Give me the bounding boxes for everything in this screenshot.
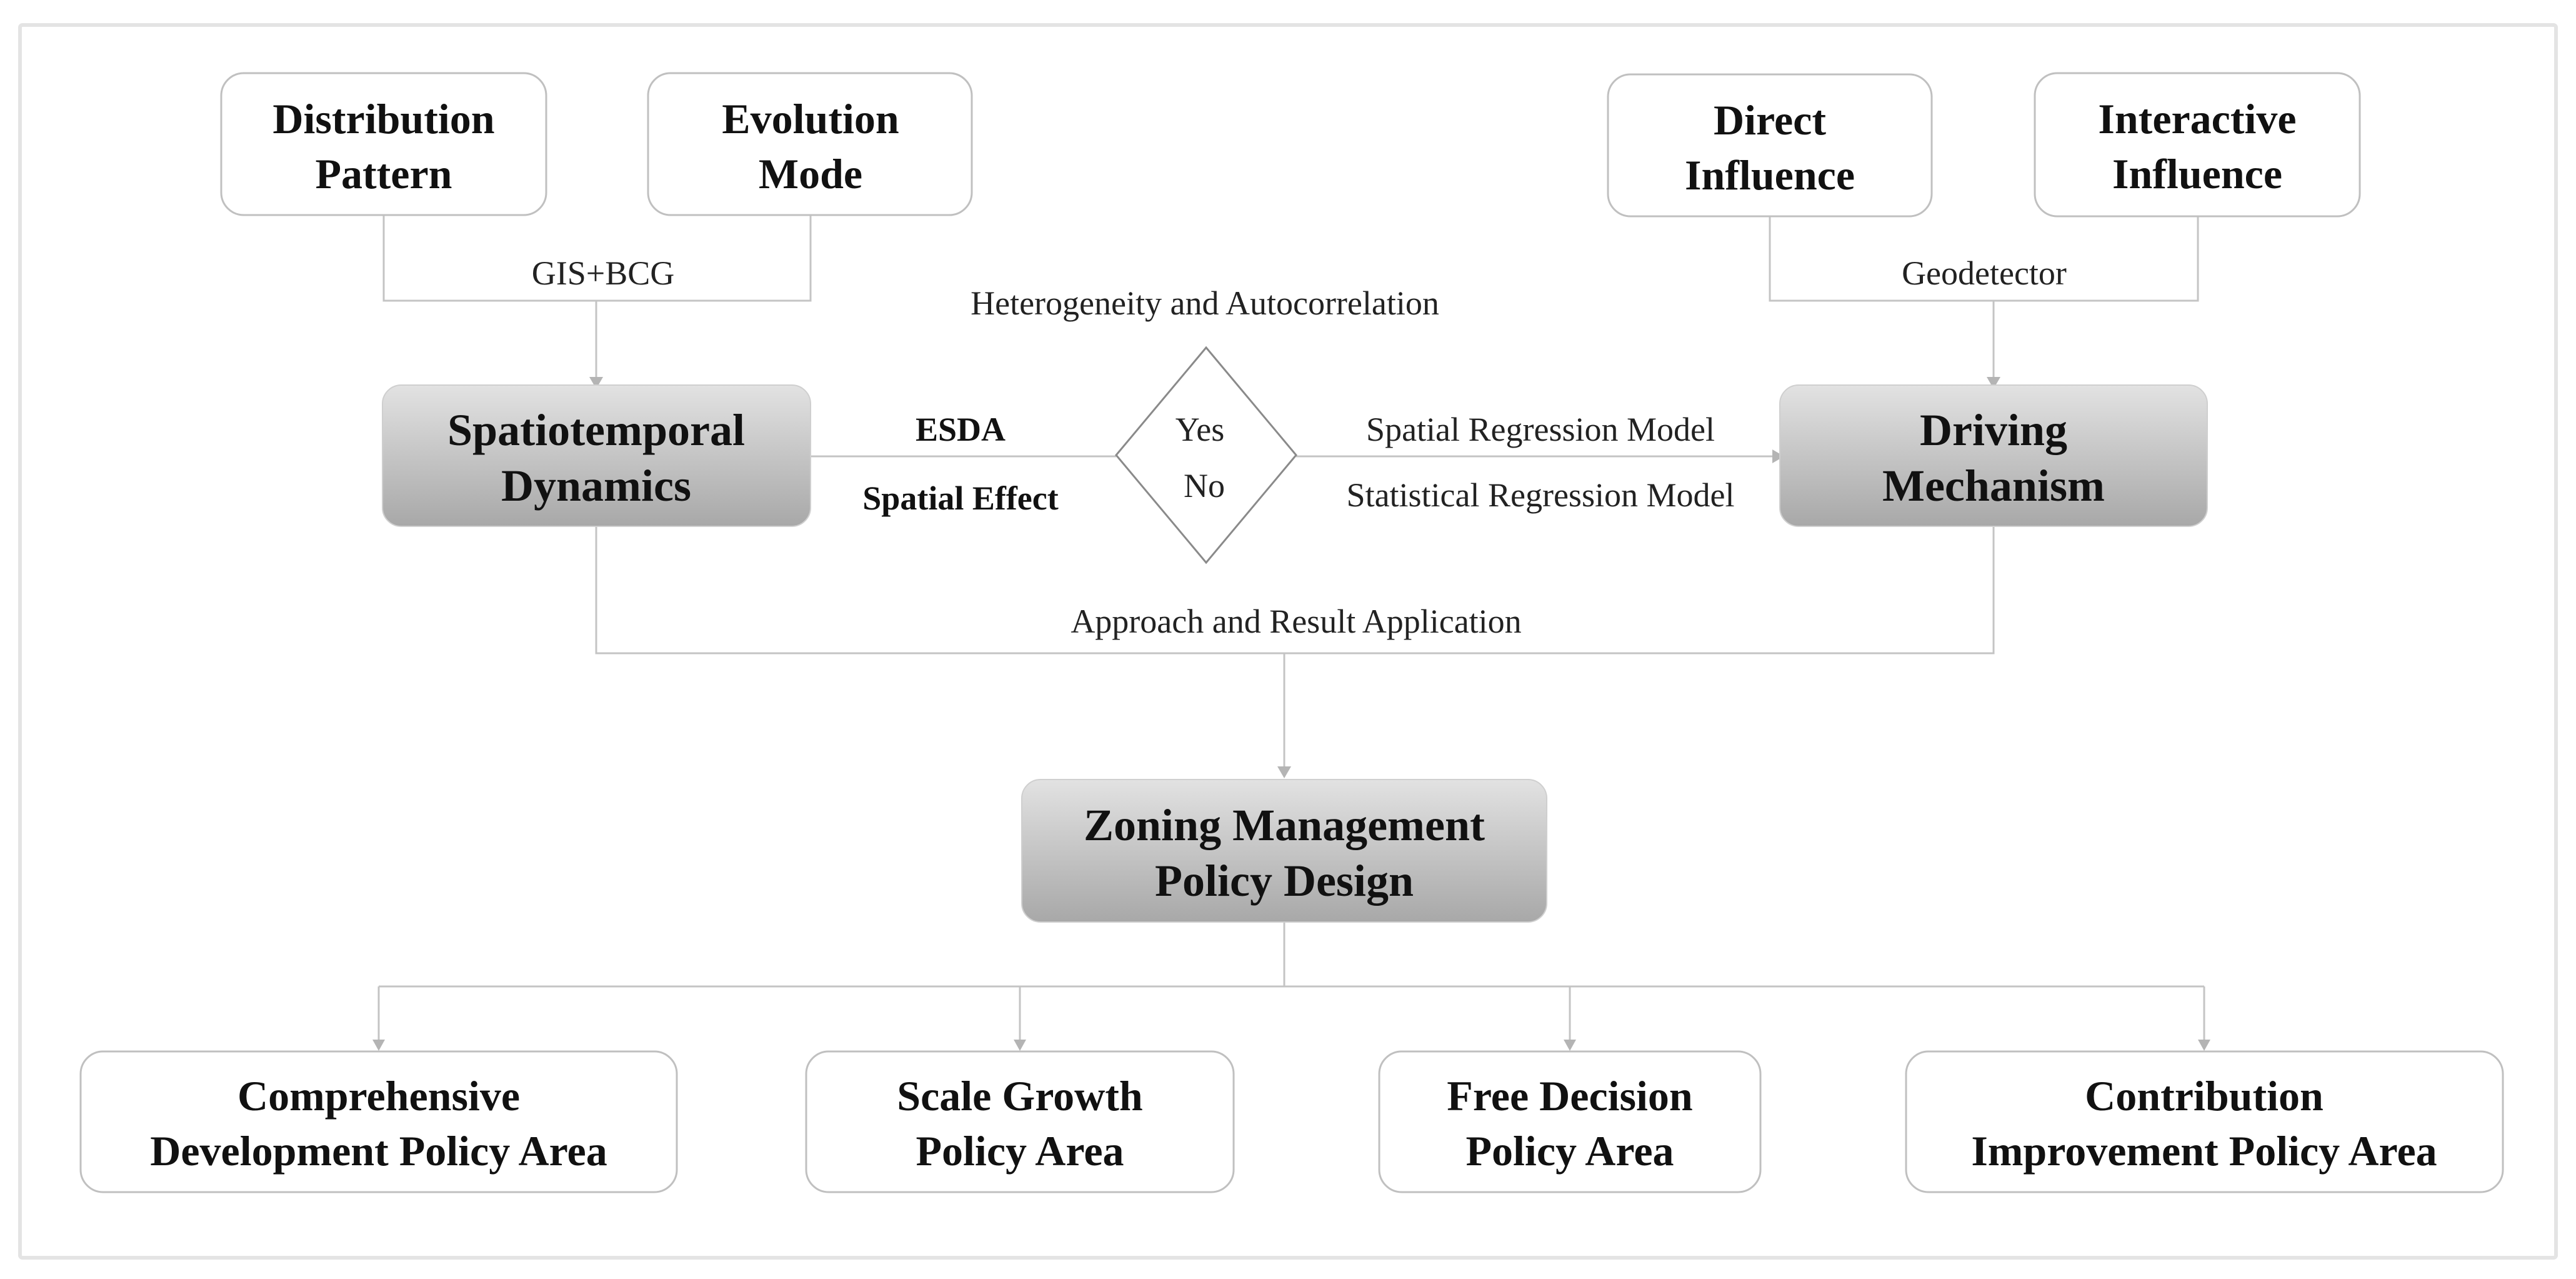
policy-area-contribution-line1: Contribution	[2085, 1072, 2324, 1120]
spatiotemporal-dynamics-line1: Spatiotemporal	[447, 405, 745, 455]
policy-area-contribution: Contribution Improvement Policy Area	[1905, 1050, 2504, 1193]
zoning-management-box: Zoning Management Policy Design	[1021, 779, 1547, 923]
evolution-mode-box: Evolution Mode	[647, 72, 973, 216]
distribution-pattern-line2: Pattern	[315, 150, 452, 198]
direct-influence-box: Direct Influence	[1607, 73, 1933, 218]
distribution-pattern-line1: Distribution	[272, 95, 494, 143]
direct-influence-line2: Influence	[1685, 151, 1855, 199]
decision-yes-label: Yes	[1176, 411, 1225, 448]
spatiotemporal-dynamics-line2: Dynamics	[501, 461, 691, 511]
policy-area-contribution-line2: Improvement Policy Area	[1971, 1127, 2437, 1175]
top-left-connectors	[382, 215, 812, 389]
direct-influence-line1: Direct	[1714, 96, 1826, 144]
zoning-management-line2: Policy Design	[1155, 856, 1414, 906]
evolution-mode-line1: Evolution	[722, 95, 899, 143]
middle-connectors	[595, 449, 1995, 778]
interactive-influence-box: Interactive Influence	[2034, 72, 2361, 218]
spatial-regression-label: Spatial Regression Model	[1366, 411, 1715, 448]
policy-area-scale-growth-line2: Policy Area	[916, 1127, 1124, 1175]
statistical-regression-label: Statistical Regression Model	[1347, 476, 1735, 514]
geodetector-label: Geodetector	[1902, 254, 2067, 292]
policy-area-free-decision-line2: Policy Area	[1466, 1127, 1674, 1175]
spatial-effect-label: Spatial Effect	[862, 479, 1058, 517]
diagram-frame	[18, 23, 2558, 1260]
heterogeneity-label: Heterogeneity and Autocorrelation	[971, 284, 1439, 322]
driving-mechanism-box: Driving Mechanism	[1779, 384, 2208, 527]
decision-diamond	[1115, 346, 1297, 564]
application-label: Approach and Result Application	[1071, 603, 1521, 640]
policy-area-scale-growth-line1: Scale Growth	[897, 1072, 1143, 1120]
policy-area-free-decision: Free Decision Policy Area	[1378, 1050, 1762, 1193]
policy-area-comprehensive: Comprehensive Development Policy Area	[79, 1050, 678, 1193]
gis-bcg-label: GIS+BCG	[532, 254, 675, 292]
policy-connectors	[372, 922, 2210, 1051]
driving-mechanism-line1: Driving	[1920, 405, 2067, 455]
distribution-pattern-box: Distribution Pattern	[220, 72, 547, 216]
interactive-influence-line2: Influence	[2112, 150, 2282, 198]
policy-area-comprehensive-line1: Comprehensive	[237, 1072, 520, 1120]
interactive-influence-line1: Interactive	[2098, 95, 2296, 143]
driving-mechanism-line2: Mechanism	[1882, 461, 2105, 511]
zoning-management-line1: Zoning Management	[1084, 800, 1485, 850]
decision-no-label: No	[1184, 467, 1225, 504]
evolution-mode-line2: Mode	[759, 150, 862, 198]
spatiotemporal-dynamics-box: Spatiotemporal Dynamics	[382, 384, 811, 527]
esda-label: ESDA	[916, 411, 1006, 448]
policy-area-comprehensive-line2: Development Policy Area	[150, 1127, 607, 1175]
top-right-connectors	[1769, 216, 2199, 389]
policy-area-free-decision-line1: Free Decision	[1447, 1072, 1692, 1120]
policy-area-scale-growth: Scale Growth Policy Area	[805, 1050, 1235, 1193]
